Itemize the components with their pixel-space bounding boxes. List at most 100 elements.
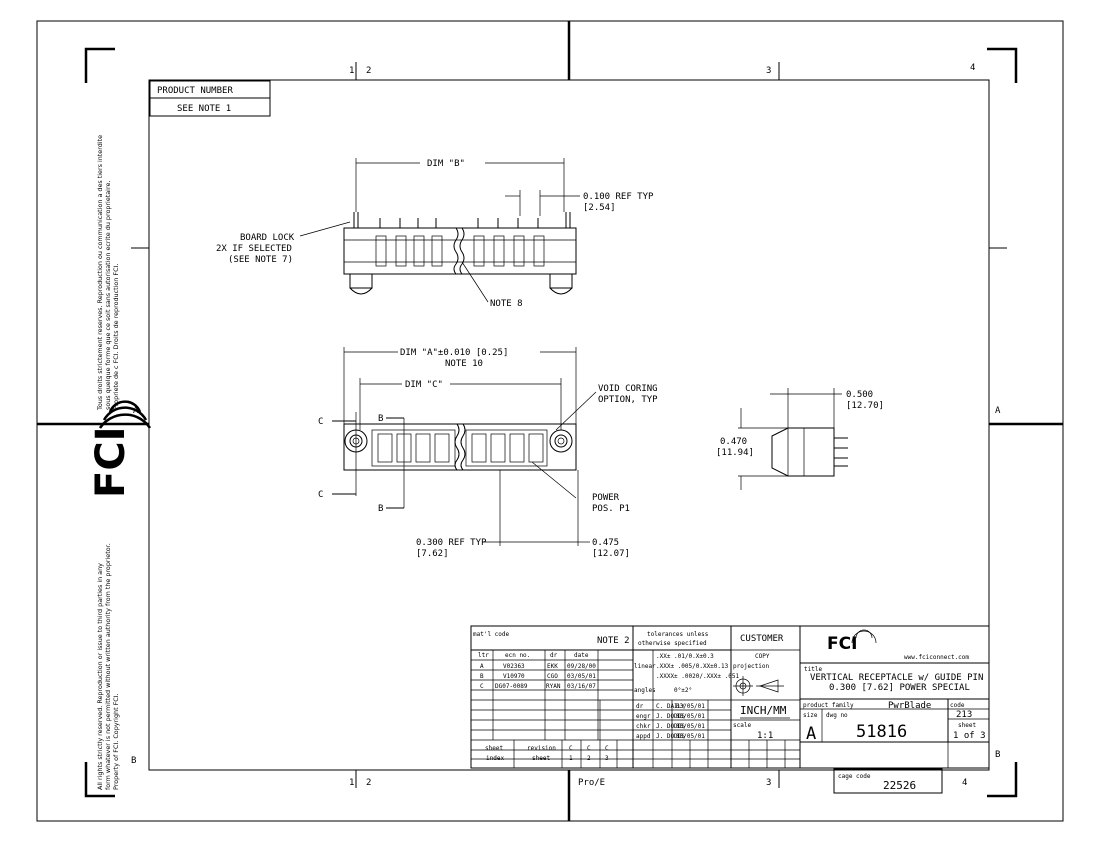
revision-row: B V10970 CGO 03/05/01 <box>480 673 596 680</box>
svg-text:C: C <box>480 683 484 690</box>
section-c-bottom-label: C <box>318 490 323 500</box>
svg-text:A: A <box>480 663 484 670</box>
svg-text:FCI: FCI <box>88 426 134 498</box>
cage-code-label: cage code <box>838 773 871 780</box>
cage-code-value: 22526 <box>883 779 916 792</box>
copyright-french: Tous droits strictement reserves. Reprod… <box>96 135 120 411</box>
sheet-index-num-3: 3 <box>605 755 609 762</box>
fci-logo-side: FCI <box>88 400 152 498</box>
board-lock-qty-label: 2X IF SELECTED <box>216 244 292 254</box>
tolerances-label-2: otherwise specified <box>638 640 707 647</box>
title-block <box>470 625 990 794</box>
revision-row: C DG07-0089 RYAN 03/16/07 <box>480 683 596 690</box>
svg-text:engr: engr <box>636 713 651 720</box>
sheet-of-label: sheet <box>958 722 976 729</box>
note-10-label: NOTE 10 <box>445 359 483 369</box>
zone-label-bottom-2: 2 <box>366 778 371 788</box>
sheet-frame <box>36 20 1064 822</box>
dim-0500-label: 0.500 <box>846 390 873 400</box>
svg-text:J. DODDS: J. DODDS <box>656 723 685 730</box>
zone-label-bottom-1: 1 <box>349 778 354 788</box>
revision-row: A V02363 EKK 09/28/00 <box>480 663 596 670</box>
product-number-value: SEE NOTE 1 <box>177 104 231 114</box>
svg-text:sous quelque forme que ce soit: sous quelque forme que ce soit sans auto… <box>104 181 112 410</box>
sheet-index-rev-3: C <box>605 745 609 752</box>
sheet-label: sheet <box>532 755 550 762</box>
approval-row: appd J. DODDS 03/05/01 <box>636 733 705 740</box>
top-view <box>299 158 580 303</box>
title-line-1: VERTICAL RECEPTACLE w/ GUIDE PIN <box>810 673 983 683</box>
title-label: title <box>804 666 822 673</box>
svg-text:form whatever is not permitted: form whatever is not permitted without w… <box>104 543 112 790</box>
fci-logo-small: FCI <box>827 634 857 654</box>
void-coring-option-label: OPTION, TYP <box>598 395 658 405</box>
code-label: code <box>950 702 965 709</box>
linear-label: linear <box>634 663 656 670</box>
dwg-no-value: 51816 <box>856 722 907 742</box>
angles-label: angles <box>634 687 656 694</box>
ref-0100-label: 0.100 REF TYP <box>583 192 654 202</box>
copyright-english: All rights strictly reserved. Reproducti… <box>96 543 120 790</box>
side-view <box>738 388 848 490</box>
svg-text:03/05/01: 03/05/01 <box>567 673 596 680</box>
svg-text:chkr: chkr <box>636 723 651 730</box>
website-label: www.fciconnect.com <box>904 654 969 661</box>
units-label: INCH/MM <box>740 704 787 717</box>
board-lock-label: BOARD LOCK <box>240 233 295 243</box>
sheet-index-label-1: sheet <box>485 745 503 752</box>
svg-text:RYAN: RYAN <box>546 683 561 690</box>
zone-label-top-1: 1 <box>349 66 354 76</box>
zone-label-top-3: 3 <box>766 66 771 76</box>
svg-text:03/05/01: 03/05/01 <box>676 713 705 720</box>
title-line-2: 0.300 [7.62] POWER SPECIAL <box>829 683 970 693</box>
svg-text:EKK: EKK <box>547 663 558 670</box>
tol-linear-1: .XX± .01/0.X±0.3 <box>656 653 714 660</box>
dim-b-label: DIM "B" <box>427 159 465 169</box>
svg-text:Propriete de c FCI. Droits de: Propriete de c FCI. Droits de reproducti… <box>112 264 120 410</box>
section-c-top-label: C <box>318 417 323 427</box>
svg-text:03/05/01: 03/05/01 <box>676 723 705 730</box>
svg-text:V10970: V10970 <box>503 673 525 680</box>
tol-linear-3: .XXXX± .0020/.XXX± .051 <box>656 673 739 680</box>
svg-text:CGO: CGO <box>547 673 558 680</box>
scale-label: scale <box>733 722 751 729</box>
svg-text:dr: dr <box>636 703 644 710</box>
section-b-top-label: B <box>378 414 383 424</box>
ref-0100-mm-label: [2.54] <box>583 203 616 213</box>
dim-0475-mm-label: [12.07] <box>592 549 630 559</box>
projection-label: projection <box>733 663 770 670</box>
approval-row: chkr J. DODDS 03/05/01 <box>636 723 705 730</box>
svg-text:03/05/01: 03/05/01 <box>676 703 705 710</box>
svg-text:J. DODDS: J. DODDS <box>656 733 685 740</box>
size-label: size <box>803 712 818 719</box>
code-value: 213 <box>956 710 972 720</box>
front-view <box>332 347 597 546</box>
svg-text:Tous droits strictement reserv: Tous droits strictement reserves. Reprod… <box>96 135 104 411</box>
sheet-of-value: 1 of 3 <box>953 731 986 741</box>
svg-text:appd: appd <box>636 733 651 740</box>
svg-text:03/16/07: 03/16/07 <box>567 683 596 690</box>
tolerances-label-1: tolerances unless <box>647 631 709 638</box>
zone-label-right-a: A <box>995 406 1001 416</box>
scale-value: 1:1 <box>757 731 773 741</box>
zone-label-top-4: 4 <box>970 63 975 73</box>
software-label: Pro/E <box>578 778 605 788</box>
sheet-index-label-2: index <box>486 755 504 762</box>
dim-0500-mm-label: [12.70] <box>846 401 884 411</box>
copy-label: COPY <box>755 653 770 660</box>
svg-text:J. DODDS: J. DODDS <box>656 713 685 720</box>
svg-text:09/28/00: 09/28/00 <box>567 663 596 670</box>
sheet-index-num-2: 2 <box>587 755 591 762</box>
zone-label-right-b: B <box>995 750 1000 760</box>
zone-label-left-b: B <box>131 756 136 766</box>
product-family-value: PwrBlade <box>888 701 931 711</box>
ref-0300-mm-label: [7.62] <box>416 549 449 559</box>
section-b-bottom-label: B <box>378 504 383 514</box>
svg-text:DG07-0089: DG07-0089 <box>495 683 528 690</box>
power-label: POWER <box>592 493 620 503</box>
dim-c-label: DIM "C" <box>405 380 443 390</box>
size-value: A <box>806 724 816 744</box>
void-coring-label: VOID CORING <box>598 384 658 394</box>
power-pos-label: POS. P1 <box>592 504 630 514</box>
